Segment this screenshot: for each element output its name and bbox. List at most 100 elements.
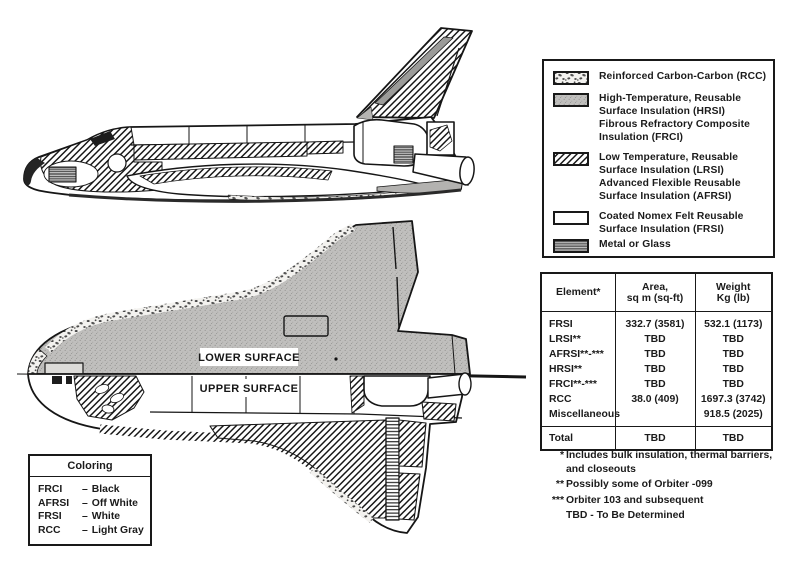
body-flap-hatch [421,401,457,422]
inboard-elevon [398,419,427,468]
upper-wing-rcc-edge [309,467,375,523]
cell-element: Miscellaneous [541,407,620,427]
cell-weight: 1697.3 (3742) [700,394,766,405]
col-header-weight: Weight Kg (lb) [695,273,772,312]
coloring-material: RCC [38,524,61,536]
wing-lrsi-band [139,166,333,185]
lower-surface-label-box [200,348,298,366]
legend-item-lrsi-afrsi: Low Temperature, Reusable Surface Insula… [553,151,767,203]
dash: – [82,484,88,495]
coloring-value-wrap: –Off White [82,497,144,511]
rudder-seam [436,47,460,117]
upper-surface-label-box [200,379,298,397]
dash: – [82,497,88,509]
coloring-material: FRCI [38,484,63,495]
tps-legend: Reinforced Carbon-Carbon (RCC) High-Temp… [542,59,775,258]
legend-line: Surface Insulation (LRSI) [599,165,724,176]
cell-area: TBD [615,332,696,347]
col-header-element: Element* [541,273,616,312]
wingtip-seam [392,226,400,330]
legend-line: Fibrous Refractory Composite [599,119,750,130]
cell-element: LRSI** [541,332,616,347]
coloring-row: FRSI –White [38,510,144,524]
footnote-marker [538,509,564,523]
engine-nozzle-exit [458,372,472,396]
crew-hatch [107,153,127,173]
legend-line: High-Temperature, Reusable [599,93,742,104]
tail-base-wedge [356,106,374,121]
legend-label-hrsi-frci: High-Temperature, Reusable Surface Insul… [599,92,750,144]
legend-line: Insulation (FRCI) [599,132,684,143]
table-row: Miscellaneous 918.5 (2025) [541,407,772,427]
cell-element: FRSI [541,311,616,332]
legend-label-metal: Metal or Glass [599,238,671,251]
overhead-window [52,376,62,384]
table-header-row: Element* Area, sq m (sq-ft) Weight Kg (l… [541,273,772,312]
cell-area: TBD [615,362,696,377]
legend-line: Metal or Glass [599,239,671,250]
nose-cap-rcc [27,348,48,375]
frsi-pattern-swatch [553,211,589,225]
aft-fuselage-hatch [349,375,365,414]
legend-item-rcc: Reinforced Carbon-Carbon (RCC) [553,70,767,85]
coloring-value-wrap: –Black [82,483,144,497]
tail-leading-edge-strip [374,36,454,106]
header-text: Kg (lb) [716,292,750,304]
wing-access-panel [283,315,329,337]
cell-area [615,407,696,427]
coloring-items: FRCI –Black AFRSI –Off White FRSI –White… [30,477,150,544]
legend-line: Coated Nomex Felt Reusable [599,211,744,222]
lrsi-pattern-swatch [553,152,589,166]
cell-total-weight: TBD [695,426,772,450]
legend-label-rcc: Reinforced Carbon-Carbon (RCC) [599,70,766,83]
cell-area: TBD [615,347,696,362]
legend-line: Reinforced Carbon-Carbon (RCC) [599,71,767,82]
engine-nozzle-exit [459,156,475,186]
cell-area: 332.7 (3581) [615,311,696,332]
dash: – [82,524,88,536]
cockpit-lrsi-region [73,375,145,421]
lower-surface-label: LOWER SURFACE [198,352,300,364]
footnote-text: Orbiter 103 and subsequent [566,494,704,506]
footnote-marker: *** [551,494,564,506]
upper-surface-label: UPPER SURFACE [200,383,299,395]
cell-weight: TBD [722,379,744,390]
cell-element: RCC [541,392,616,407]
aft-rcs-hatch [429,124,453,152]
cell-weight: 918.5 (2025) [703,409,763,420]
coloring-material: AFRSI [38,497,70,509]
dash: – [82,511,88,522]
nose-metal-panel [48,166,77,183]
cell-weight: TBD [722,364,744,375]
coloring-value: Off White [91,497,138,509]
cell-area: 38.0 (409) [615,392,696,407]
header-text: sq m (sq-ft) [626,292,684,304]
cell-element: AFRSI**-*** [541,347,616,362]
footnote-text: Includes bulk insulation, thermal barrie… [566,450,773,475]
legend-item-frsi: Coated Nomex Felt Reusable Surface Insul… [553,210,767,236]
coloring-material: FRSI [38,511,62,522]
legend-line: Advanced Flexible Reusable [599,178,741,189]
cell-element: HRSI** [541,362,616,377]
elevon-hinge-band [385,417,400,521]
header-text: Area, [642,281,668,293]
belly-line [68,188,462,203]
cockpit-windows [90,131,115,146]
aft-metal-panel [393,145,414,164]
legend-item-hrsi-frci: High-Temperature, Reusable Surface Insul… [553,92,767,144]
bodyflap-seam [451,334,456,375]
table-total-row: Total TBD TBD [541,426,772,450]
cell-weight: TBD [722,349,744,360]
rcc-pattern-swatch [553,71,589,85]
cell-weight: TBD [722,334,744,345]
orbiter-plan-view: LOWER SURFACE UPPER SURFACE [16,220,527,534]
col-header-area: Area, sq m (sq-ft) [615,273,696,312]
coloring-value: Black [91,484,120,495]
cell-total-label: Total [541,426,616,450]
